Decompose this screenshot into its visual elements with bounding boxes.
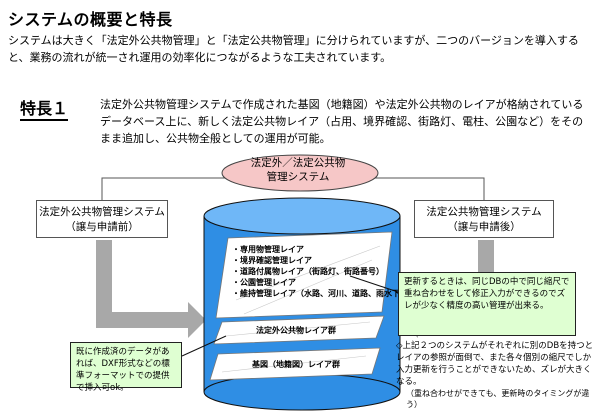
database-cylinder-top [203,197,401,235]
layer-sheet-middle [213,315,385,345]
ellipse-label-line2: 管理システム [266,171,330,183]
arrow-left [96,240,206,338]
layer-item: ・道路付属物レイア（街路灯、街路番号） [232,267,384,276]
map-lines [221,245,381,373]
connector-right [366,177,485,200]
public-system-status: （譲与申請後） [447,221,521,233]
update-note-callout: 更新するときは、同じDBの中で同じ縮尺で重ね合わせをして修正入力ができるのでズレ… [398,272,576,336]
bottom-layer-label: 基図（地籍図）レイア群 [252,360,340,369]
legacy-system-box: 法定外公共物管理システム （譲与申請前） [36,200,168,238]
layer-item: ・専用物管理レイア [232,245,304,254]
footnote: ◇上記２つのシステムがそれぞれに別のDBを持つとレイアの参照が面倒で、また各々個… [396,341,594,387]
layer-item: ・公園管理レイア [232,278,296,287]
public-system-name: 法定公共物管理システム [426,206,542,218]
pointer-left [181,335,227,357]
layer-sheet-top [215,231,393,319]
public-system-box: 法定公共物管理システム （譲与申請後） [414,200,554,238]
legacy-system-name: 法定外公共物管理システム [39,206,165,218]
top-layer-items: ・専用物管理レイア ・境界確認管理レイア ・道路付属物レイア（街路灯、街路番号）… [232,244,424,299]
footnote-parenthetical: （重ね合わせができても、更新時のタイミングが違う） [406,389,590,409]
feature-label: 特長１ [20,100,69,121]
intro-text: システムは大きく「法定外公共物管理」と「法定公共物管理」に分けられていますが、二… [8,34,579,64]
legacy-system-status: （譲与申請前） [65,221,139,233]
ellipse-label: 法定外／法定公共物 管理システム [228,156,368,184]
system-ellipse [221,154,379,192]
pointer-right [349,275,399,293]
middle-layer-label: 法定外公共物レイア群 [256,326,336,335]
connector-left [101,177,234,200]
ellipse-label-line1: 法定外／法定公共物 [250,157,346,169]
existing-data-note-callout: 既に作成済のデータがあれば、DXF形式などの標準フォーマットでの提供で挿入可ok… [70,342,182,393]
page-title: システムの概要と特長 [8,10,173,29]
layer-item: ・維持管理レイア（水路、河川、道路、雨水下水等） [232,289,424,298]
feature-description: 法定外公共物管理システムで作成された基図（地籍図）や法定外公共物のレイアが格納さ… [100,98,584,145]
layer-item: ・境界確認管理レイア [232,256,312,265]
